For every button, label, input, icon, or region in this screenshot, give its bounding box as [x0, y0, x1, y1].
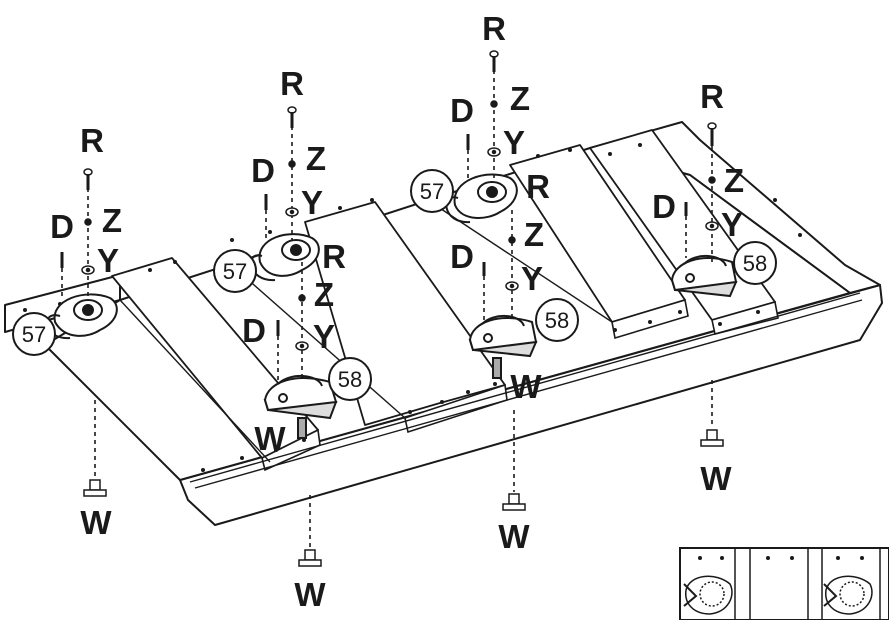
label-z-1: Z	[102, 202, 122, 239]
callout-57-mid-left-text: 57	[223, 259, 247, 284]
label-y-4: Y	[721, 206, 743, 243]
label-z-3b: Z	[524, 216, 544, 253]
cleat-group	[263, 255, 738, 439]
slat-face-4	[711, 300, 779, 335]
bracket-left	[45, 293, 118, 340]
inset-holes	[698, 556, 864, 560]
label-w-4: W	[700, 460, 732, 497]
label-y-1: Y	[97, 242, 119, 279]
callout-58-left: 58	[328, 357, 372, 401]
label-d-3b: D	[450, 238, 474, 275]
nut-w-4	[700, 429, 724, 447]
nut-w-3	[502, 493, 526, 511]
cleat-right	[670, 255, 738, 298]
label-r-2b: R	[322, 238, 346, 275]
label-y-2b: Y	[313, 318, 335, 355]
label-r-4: R	[700, 78, 724, 115]
slat-face-3	[611, 298, 689, 340]
part-labels: R Z D Y W R Z D Y R Z D Y W W R Z D Y R …	[50, 10, 744, 613]
label-z-2: Z	[306, 140, 326, 177]
callout-57-mid-right-text: 57	[420, 179, 444, 204]
label-r-3b: R	[526, 168, 550, 205]
label-d-4: D	[652, 188, 676, 225]
screw-r-2	[287, 106, 297, 128]
screw-r-3	[489, 50, 499, 72]
callouts: 57 57 57 58 58 58	[12, 169, 777, 401]
label-y-3: Y	[503, 124, 525, 161]
label-r-3: R	[482, 10, 506, 47]
label-z-4: Z	[724, 162, 744, 199]
label-z-2b: Z	[314, 276, 334, 313]
inset-bracket-2	[823, 575, 873, 615]
label-r-1: R	[80, 122, 104, 159]
callout-58-right-text: 58	[743, 251, 767, 276]
callout-58-middle: 58	[535, 298, 579, 342]
callout-57-mid-right: 57	[410, 169, 454, 213]
nut-w-1	[83, 479, 107, 497]
label-d-2: D	[251, 152, 275, 189]
label-y-2: Y	[301, 184, 323, 221]
label-d-2b: D	[242, 312, 266, 349]
nut-w-2	[298, 549, 322, 567]
label-w-3a: W	[510, 368, 542, 405]
callout-58-left-text: 58	[338, 367, 362, 392]
screw-holes	[23, 143, 802, 472]
detail-inset	[679, 547, 889, 621]
callout-58-right: 58	[733, 241, 777, 285]
callout-57-mid-left: 57	[213, 249, 257, 293]
label-w-1: W	[80, 504, 112, 541]
inset-bracket-1	[683, 575, 733, 615]
bracket-mid-right	[445, 173, 518, 224]
callout-57-left-text: 57	[22, 322, 46, 347]
cleat-left	[263, 375, 338, 439]
callout-57-left: 57	[12, 312, 56, 356]
label-r-2: R	[280, 65, 304, 102]
screw-r-1	[83, 168, 93, 190]
label-w-2a: W	[254, 420, 286, 457]
label-d-3: D	[450, 92, 474, 129]
screw-r-4	[707, 122, 717, 146]
label-w-2: W	[294, 576, 326, 613]
cleat-middle	[468, 315, 538, 379]
label-d-1: D	[50, 208, 74, 245]
label-y-3b: Y	[521, 260, 543, 297]
label-z-3: Z	[510, 80, 530, 117]
fastener-lines	[61, 70, 713, 548]
label-w-3: W	[498, 518, 530, 555]
hardware	[60, 50, 724, 567]
callout-58-middle-text: 58	[545, 308, 569, 333]
